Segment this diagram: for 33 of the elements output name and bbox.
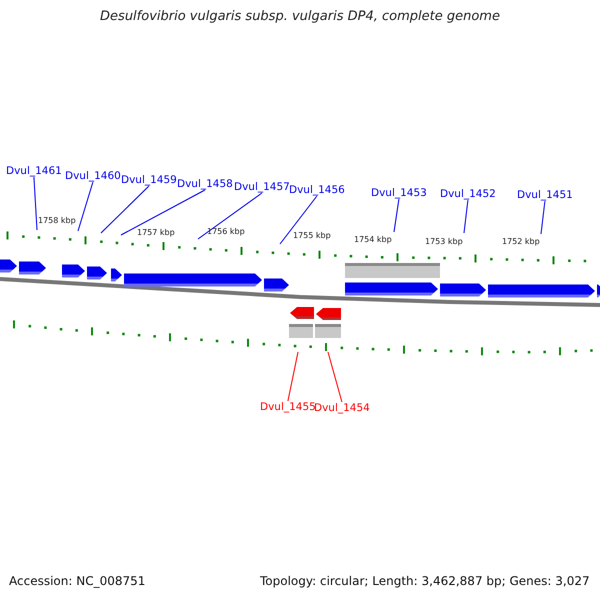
scale-label: 1755 kbp [293, 231, 331, 240]
scale-label: 1758 kbp [38, 216, 76, 225]
gene-label: Dvul_1461 [6, 165, 62, 177]
scale-label: 1757 kbp [137, 228, 175, 237]
leader-line [198, 192, 262, 240]
scale-label: 1754 kbp [354, 235, 392, 244]
gene-label: Dvul_1457 [234, 181, 290, 193]
gene-label: Dvul_1458 [177, 178, 233, 190]
gene-label: Dvul_1452 [440, 188, 496, 200]
leader-line [100, 186, 150, 234]
leader-line [33, 176, 38, 230]
accession-text: Accession: NC_008751 [9, 574, 146, 588]
gene-label: Dvul_1455 [260, 401, 316, 413]
leader-line [287, 352, 298, 402]
scale-label: 1753 kbp [425, 237, 463, 246]
gene-label: Dvul_1453 [371, 187, 427, 199]
gene-label: Dvul_1456 [289, 184, 345, 196]
leader-line [464, 200, 468, 234]
gene-label: Dvul_1459 [121, 174, 177, 186]
gene-label: Dvul_1460 [65, 170, 121, 182]
gene-label: Dvul_1451 [517, 189, 573, 201]
leader-line [120, 190, 206, 236]
leader-line [394, 198, 400, 232]
scale-label: 1752 kbp [502, 237, 540, 246]
gene-label: Dvul_1454 [314, 402, 370, 414]
leader-line [540, 200, 546, 234]
leader-line [280, 196, 318, 244]
genome-title: Desulfovibrio vulgaris subsp. vulgaris DP4, complete genome [99, 9, 501, 24]
leader-line [328, 352, 342, 402]
scale-label: 1756 kbp [207, 227, 245, 236]
genome-info-text: Topology: circular; Length: 3,462,887 bp; Genes: 3,027 [260, 574, 590, 588]
leader-line [78, 182, 94, 232]
scale-ruler [13, 320, 593, 356]
